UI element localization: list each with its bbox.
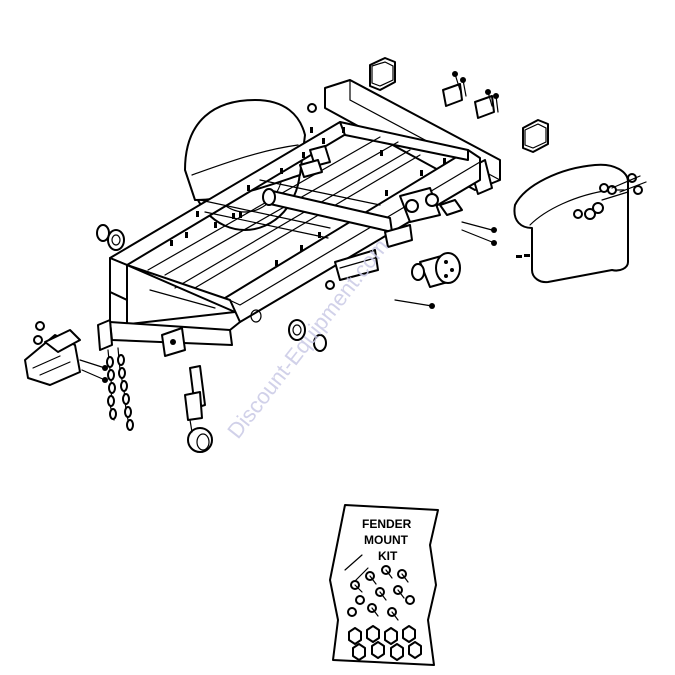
light-brackets [307, 71, 499, 119]
safety-chains [97, 319, 134, 431]
kit-nuts [348, 625, 422, 661]
kit-label-line3: KIT [378, 549, 398, 563]
left-hub-washers [96, 224, 327, 352]
right-fender [513, 163, 629, 284]
wheel-hub [394, 252, 461, 309]
suspension-parts [299, 145, 413, 248]
tail-light-right [522, 119, 549, 153]
fender-mount-kit: FENDER MOUNT KIT [329, 504, 439, 666]
fender-hardware [573, 173, 647, 220]
tail-light-left [369, 57, 396, 91]
kit-label-line2: MOUNT [364, 533, 409, 547]
coupler [24, 321, 108, 386]
jack-stand [161, 327, 213, 453]
spring-bracket [325, 249, 379, 290]
kit-label-line1: FENDER [362, 517, 412, 531]
axle-assembly [262, 187, 497, 246]
kit-bolts [347, 565, 415, 621]
